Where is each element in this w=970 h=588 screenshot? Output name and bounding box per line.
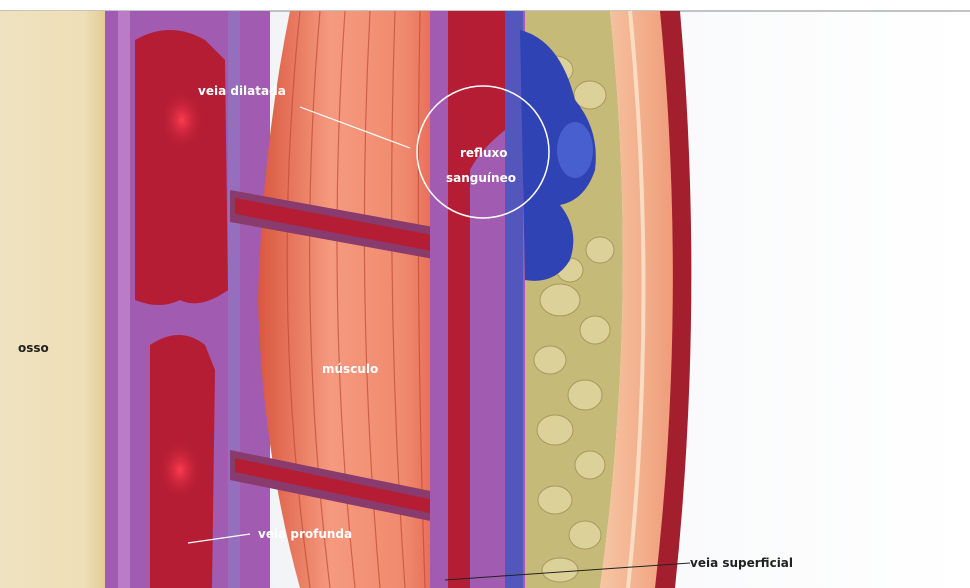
- bone-region: [0, 11, 105, 588]
- label-reflux-line1: refluxo: [460, 146, 507, 160]
- label-bone: osso: [18, 341, 49, 355]
- label-deep-vein: veia profunda: [258, 527, 352, 541]
- deep-vein-highlight: [118, 11, 130, 588]
- label-reflux-line2: sanguíneo: [446, 171, 516, 185]
- label-superficial-vein: veia superficial: [690, 556, 793, 570]
- label-dilated-vein: veia dilatada: [198, 84, 286, 98]
- label-muscle: músculo: [322, 362, 378, 376]
- deep-vein-flow-arrow-upper: [160, 90, 204, 150]
- deep-vein-flow-arrow-lower: [158, 440, 202, 500]
- dilated-vein-highlight: [557, 122, 593, 178]
- deep-vein-chamber-upper: [135, 30, 228, 305]
